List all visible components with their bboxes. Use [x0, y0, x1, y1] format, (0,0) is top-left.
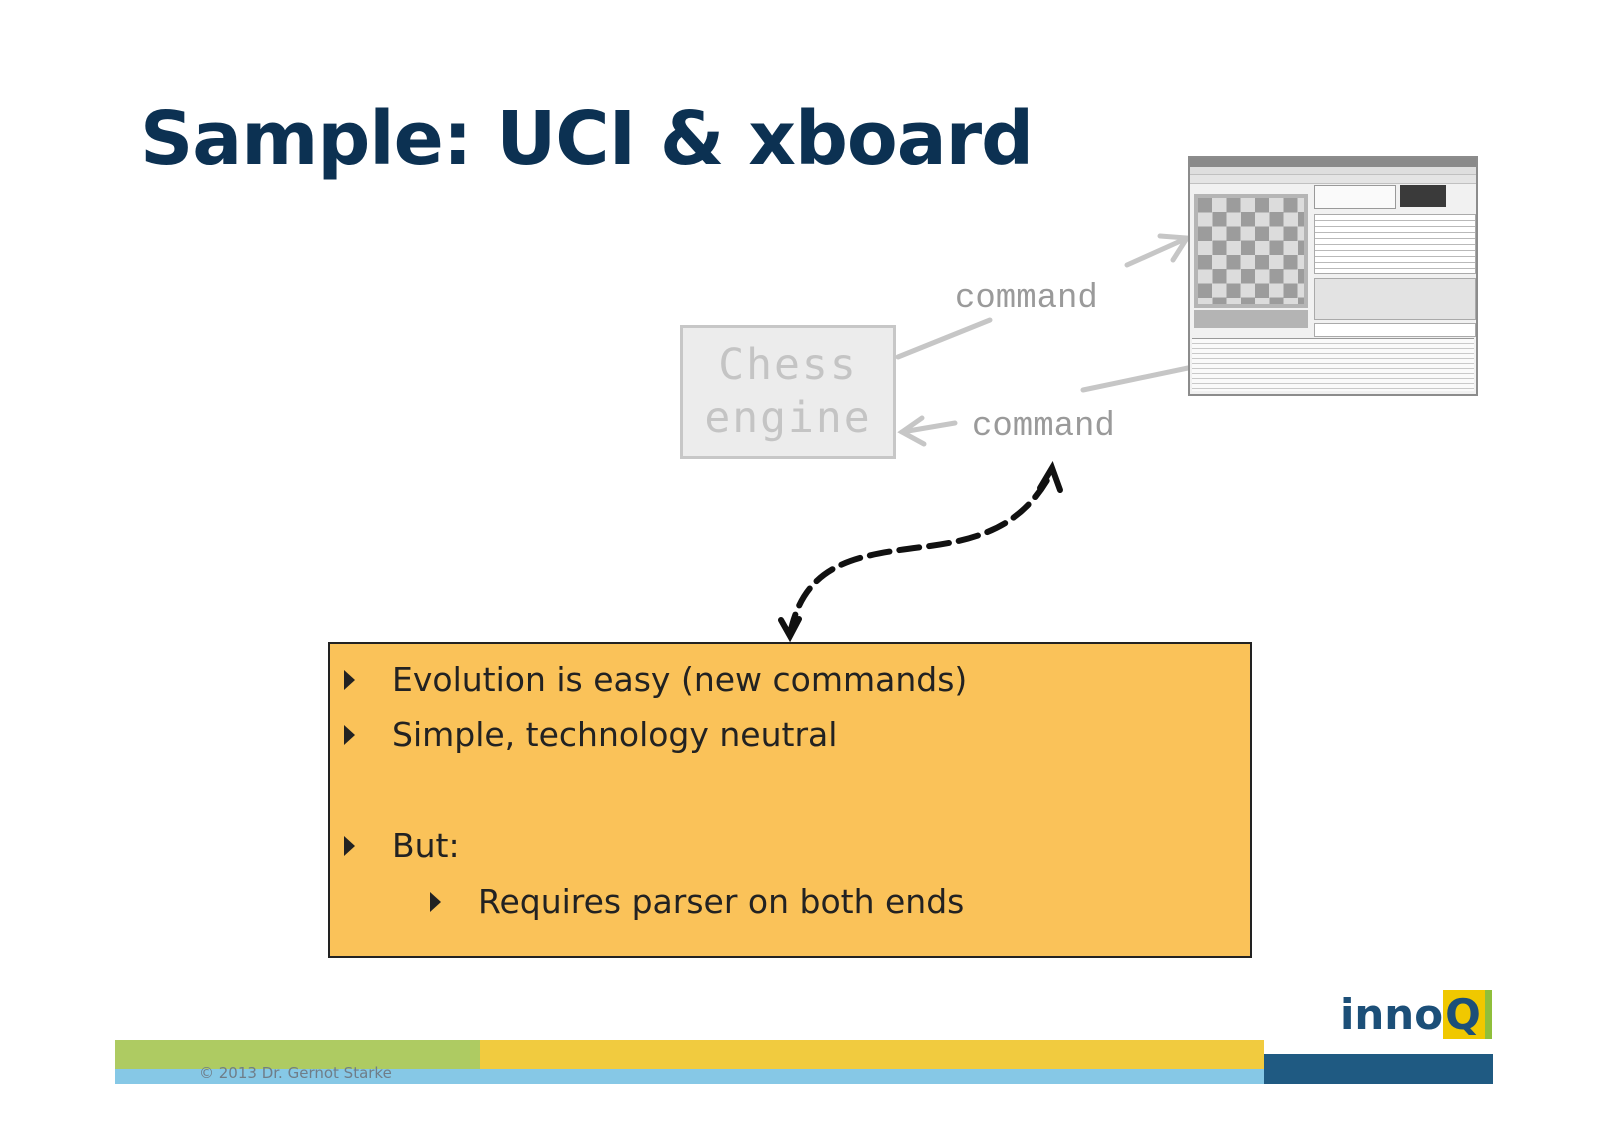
screenshot-menubar [1190, 167, 1476, 175]
arrow-engine-to-gui [895, 233, 1192, 360]
footer-blue-bar [115, 1069, 1264, 1084]
screenshot-toolbar [1190, 175, 1476, 184]
screenshot-titlebar [1190, 158, 1476, 167]
screenshot-info-pane [1314, 323, 1476, 337]
copyright-text: © 2013 Dr. Gernot Starke [199, 1064, 392, 1082]
screenshot-clock-black [1400, 185, 1446, 207]
footer-yellow-bar [480, 1040, 1264, 1071]
bullet-triangle-icon [430, 891, 441, 912]
bullet-text: Requires parser on both ends [478, 882, 965, 921]
footer-dark-bar [1264, 1054, 1493, 1084]
bullet-triangle-icon [344, 835, 355, 856]
screenshot-clock-white [1314, 185, 1396, 209]
command-label-bottom: command [972, 408, 1115, 446]
screenshot-engine-output [1192, 338, 1474, 391]
screenshot-board-controls [1194, 310, 1308, 328]
bullet-triangle-icon [344, 669, 355, 690]
logo-text: inno [1340, 990, 1444, 1039]
bullet-item: Simple, technology neutral [344, 715, 837, 754]
bullet-text: Simple, technology neutral [392, 715, 838, 754]
arrow-gui-to-engine [897, 365, 1191, 447]
bullet-text: Evolution is easy (new commands) [392, 660, 968, 699]
bullet-item: But: [344, 826, 460, 865]
logo-q-mark: Q [1443, 990, 1492, 1039]
command-label-top: command [955, 280, 1098, 318]
screenshot-eval-graph [1314, 278, 1476, 320]
chess-engine-label: Chess engine [704, 340, 872, 443]
chess-gui-screenshot-icon [1188, 156, 1478, 396]
bullet-item: Evolution is easy (new commands) [344, 660, 967, 699]
notes-box: Evolution is easy (new commands) Simple,… [328, 642, 1252, 958]
bullet-text: But: [392, 826, 460, 865]
dashed-double-arrow [778, 461, 1063, 643]
bullet-triangle-icon [344, 724, 355, 745]
innoq-logo: innoQ [1340, 990, 1492, 1039]
screenshot-notation-pane [1314, 214, 1476, 274]
chess-engine-box: Chess engine [680, 325, 896, 459]
chessboard-icon [1194, 194, 1308, 308]
slide-title: Sample: UCI & xboard [140, 96, 1034, 182]
footer-green-bar [115, 1040, 480, 1071]
sub-bullet-item: Requires parser on both ends [430, 882, 964, 921]
